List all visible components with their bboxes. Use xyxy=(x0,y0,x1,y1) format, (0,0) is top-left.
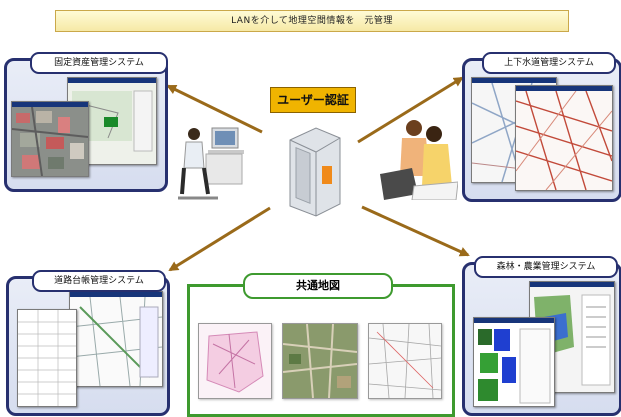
user-authentication-label: ユーザー認証 xyxy=(270,87,356,113)
aerial-photo-thumbnail xyxy=(12,106,88,176)
forest-screenshot-front xyxy=(473,317,555,407)
forest-system-panel xyxy=(462,262,621,416)
road-map-thumbnail xyxy=(70,296,162,386)
road-system-label: 道路台帳管理システム xyxy=(32,270,166,292)
team-with-laptop-icon xyxy=(380,120,458,200)
server-icon xyxy=(289,127,341,217)
diagram-title-banner: LANを介して地理空間情報を 元管理 xyxy=(55,10,569,32)
ledger-table-thumbnail xyxy=(18,310,76,406)
office-worker-icon xyxy=(178,127,244,200)
road-screenshot-back xyxy=(69,291,163,387)
pipe-network-thumbnail xyxy=(516,90,612,190)
water-system-label: 上下水道管理システム xyxy=(482,52,616,74)
arrow-to-forest xyxy=(361,205,470,257)
forest-system-label: 森林・農業管理システム xyxy=(474,256,618,278)
water-screenshot-front xyxy=(515,85,613,191)
road-ledger-form xyxy=(17,309,77,407)
fixed-asset-system-panel xyxy=(4,58,168,192)
road-system-panel xyxy=(6,276,170,416)
agriculture-map-thumbnail xyxy=(474,323,554,406)
common-map-thumbnail-3 xyxy=(368,323,442,399)
common-map-label: 共通地図 xyxy=(243,273,393,299)
arrow-to-fixed-asset xyxy=(166,84,263,134)
common-map-thumbnail-1 xyxy=(198,323,272,399)
arrow-to-water xyxy=(357,76,464,144)
water-system-panel xyxy=(462,58,621,202)
arrow-to-road xyxy=(168,206,271,272)
fixed-asset-system-label: 固定資産管理システム xyxy=(30,52,168,74)
fixed-asset-screenshot-front xyxy=(11,101,89,177)
common-map-thumbnail-2 xyxy=(282,323,358,399)
common-map-panel xyxy=(187,284,455,417)
